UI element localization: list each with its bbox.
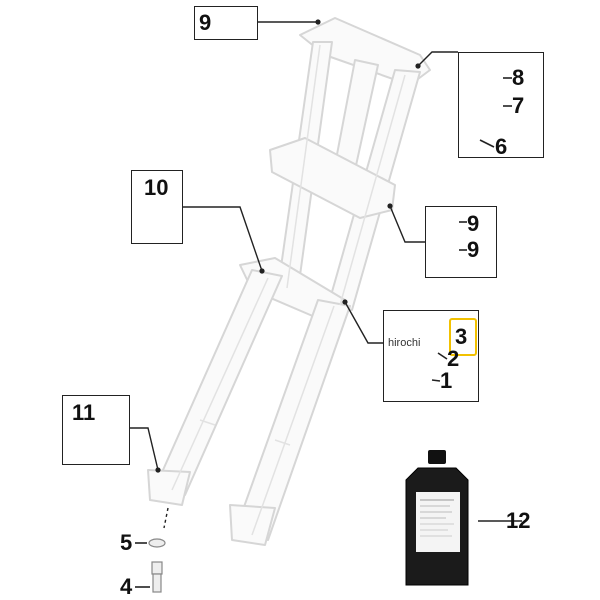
fork-assembly-icon [147, 17, 431, 546]
washer-icon [148, 538, 166, 548]
leader-lines [130, 21, 522, 529]
part-number-12: 12 [506, 508, 531, 533]
part-number-9-a: 9 [467, 211, 480, 236]
callout-box-1-3 [383, 310, 479, 402]
part-number-4: 4 [120, 574, 133, 599]
watermark: hirochi [388, 337, 421, 349]
part-number-2: 2 [447, 346, 460, 371]
part-number-10: 10 [144, 175, 169, 200]
part-number-6: 6 [495, 134, 508, 159]
callout-box-6-8 [458, 52, 544, 158]
part-number-8: 8 [512, 65, 525, 90]
part-number-3: 3 [455, 324, 468, 349]
part-number-11: 11 [72, 400, 96, 425]
callout-box-11 [62, 395, 130, 465]
screw-icon [151, 561, 163, 593]
part-number-1: 1 [440, 368, 453, 393]
callout-box-10 [131, 170, 183, 244]
callout-box-9-top [194, 6, 258, 40]
part-number-9-top: 9 [199, 10, 212, 35]
callout-box-9-pair [425, 206, 497, 278]
part-number-7: 7 [512, 93, 525, 118]
part-number-5: 5 [120, 530, 133, 555]
highlight-box-3 [449, 318, 477, 356]
oil-bottle-icon [405, 450, 469, 586]
part-number-9-b: 9 [467, 237, 480, 262]
